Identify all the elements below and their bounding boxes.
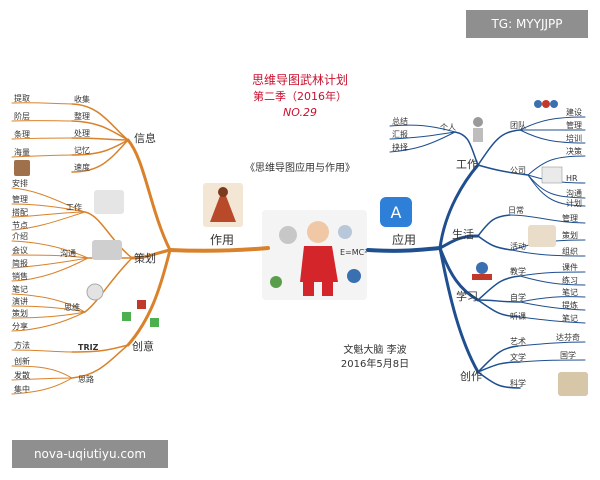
branch-label-chuangyi: 创意 xyxy=(132,339,154,353)
leaf-jieceng: 阶层 xyxy=(14,111,30,121)
sub-huodong: 活动 xyxy=(510,241,526,251)
main-label-zuoyong: 作用 xyxy=(210,233,234,247)
food-illustration xyxy=(14,160,30,176)
leaf-sudu: 速度 xyxy=(74,162,90,172)
leaf-jianshe: 建设 xyxy=(566,107,582,117)
person-with-tool-illustration xyxy=(473,117,483,142)
leaf-biji-self: 笔记 xyxy=(562,287,578,297)
branch-label-chuangzuo: 创作 xyxy=(460,370,482,383)
sub-silu: 思路 xyxy=(78,374,94,384)
leaf-tilian: 提炼 xyxy=(562,300,578,310)
sub-kexue: 科学 xyxy=(510,378,526,388)
leaf-hailiang: 海量 xyxy=(14,147,30,157)
branch-label-xinxi: 信息 xyxy=(134,131,156,145)
sub-yishu: 艺术 xyxy=(510,336,526,346)
leaf-tiaoli: 条理 xyxy=(14,129,30,139)
leaf-fangfa: 方法 xyxy=(14,340,30,350)
leaf-tiqu: 提取 xyxy=(14,93,30,103)
map-subtitle: 《思维导图应用与作用》 xyxy=(245,161,355,174)
puzzle-illustration xyxy=(122,300,159,327)
sub-jiaoxue: 教学 xyxy=(510,266,526,276)
leaf-guanli-team: 管理 xyxy=(566,120,582,130)
leaf-guanli-life: 管理 xyxy=(562,213,578,223)
team-people-illustration xyxy=(534,100,558,108)
leaf-jueze: 抉择 xyxy=(392,142,408,152)
watermark-top: TG: MYYJJPP xyxy=(466,10,588,38)
leaf-jiedian: 节点 xyxy=(12,221,28,230)
leaf-cehua: 策划 xyxy=(12,308,28,318)
app-store-icon: A xyxy=(380,197,412,227)
main-label-yingyong: 应用 xyxy=(392,232,416,247)
sub-tingke: 听课 xyxy=(510,312,526,321)
sub-siwei: 思维 xyxy=(64,302,80,312)
sub-gongzuo: 工作 xyxy=(66,202,82,212)
activity-illustration xyxy=(528,225,556,247)
leaf-anpai: 安排 xyxy=(12,178,28,188)
warrior-illustration xyxy=(203,183,243,227)
map-season: 第二季（2016年） xyxy=(253,89,347,103)
leaf-juece: 决策 xyxy=(566,146,582,156)
globe-books-illustration xyxy=(472,262,492,280)
leaf-biji-listen: 笔记 xyxy=(562,313,578,323)
leaf-xiaoshou: 销售 xyxy=(12,271,28,281)
svg-text:E=MC²: E=MC² xyxy=(340,248,367,257)
leaf-jihua: 计划 xyxy=(566,198,582,208)
leaf-hr: HR xyxy=(566,174,578,183)
author-date: 2016年5月8日 xyxy=(341,357,409,370)
svg-text:A: A xyxy=(391,203,402,222)
leaf-lianxi: 练习 xyxy=(562,275,578,285)
sub-zixue: 自学 xyxy=(510,292,526,302)
branch-label-shenghuo: 生活 xyxy=(452,227,474,241)
branch-label-xuexi: 学习 xyxy=(456,289,478,303)
leaf-guoxue: 国学 xyxy=(560,350,576,360)
org-chart-illustration xyxy=(541,166,563,184)
leaf-fenxiang: 分享 xyxy=(12,321,28,331)
leaf-fasan: 发散 xyxy=(14,370,30,380)
branch-label-gongzuo: 工作 xyxy=(456,158,478,171)
leaf-dapei: 搭配 xyxy=(12,207,28,217)
bulb-illustration xyxy=(86,283,104,301)
map-number: NO.29 xyxy=(283,106,317,119)
leaf-huibao: 汇报 xyxy=(392,129,408,139)
sub-geren: 个人 xyxy=(440,123,456,132)
watermark-bottom: nova-uqiutiyu.com xyxy=(12,440,168,468)
leaf-goutong-co: 沟通 xyxy=(566,188,582,198)
leaf-jieshao: 介绍 xyxy=(12,231,28,241)
leaf-jizhong: 集中 xyxy=(14,384,30,394)
author-name: 文魁大脑 李波 xyxy=(343,343,406,356)
leaf-kejian: 课件 xyxy=(562,262,578,272)
leaf-zhengli: 整理 xyxy=(74,111,90,121)
leaf-zongjie: 总结 xyxy=(392,116,408,126)
sub-tuandui: 团队 xyxy=(510,120,526,130)
sub-richang: 日常 xyxy=(508,206,524,215)
leaf-cehua-life: 策划 xyxy=(562,230,578,240)
leaf-dafenqi: 达芬奇 xyxy=(556,332,580,342)
sub-wenxue: 文学 xyxy=(510,352,526,362)
leaf-guanli: 管理 xyxy=(12,194,28,204)
leaf-shouji: 收集 xyxy=(74,94,90,104)
science-illustration xyxy=(558,372,588,396)
leaf-zuzhi: 组织 xyxy=(562,246,578,256)
solution-illustration xyxy=(92,240,122,260)
leaf-jianbao: 简报 xyxy=(12,258,28,268)
sub-triz: TRIZ xyxy=(78,343,99,352)
branch-label-cehua: 策划 xyxy=(134,251,156,265)
office-illustration xyxy=(94,190,124,214)
map-title: 思维导图武林计划 xyxy=(252,73,348,87)
center-child-illustration: E=MC² xyxy=(262,210,367,300)
leaf-jiyi: 记忆 xyxy=(74,145,90,155)
leaf-biji: 笔记 xyxy=(12,284,28,294)
leaf-peixun: 培训 xyxy=(566,133,582,143)
leaf-chuangxin: 创新 xyxy=(14,356,30,366)
leaf-yanjiang: 演讲 xyxy=(12,296,28,306)
leaf-chuli: 处理 xyxy=(74,128,90,138)
leaf-huiyi: 会议 xyxy=(12,245,28,255)
sub-goutong: 沟通 xyxy=(60,248,76,258)
sub-gongsi: 公司 xyxy=(510,166,526,175)
